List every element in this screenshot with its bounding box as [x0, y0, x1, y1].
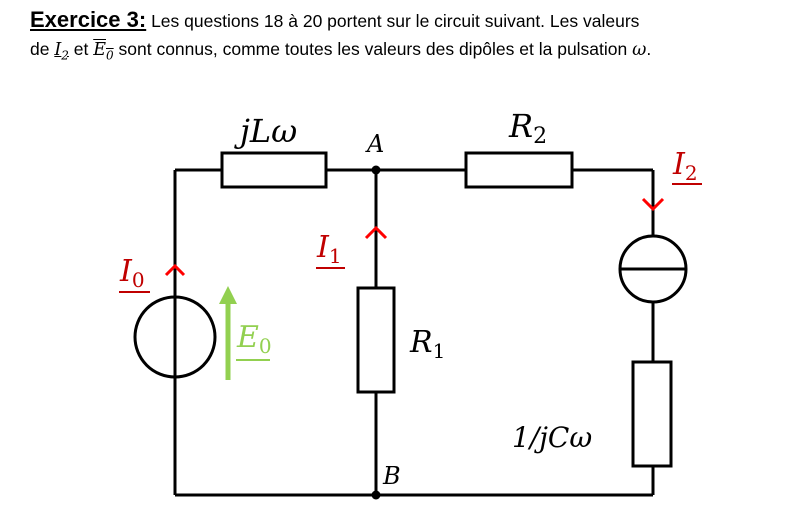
label-i2-sub: 2 — [685, 161, 698, 185]
current-arrow-i1 — [364, 225, 388, 240]
label-node-a: A — [365, 130, 384, 158]
inductor-resistor-jlw — [220, 151, 328, 189]
label-i1-sub: 1 — [329, 244, 342, 268]
current-arrow-i0 — [164, 263, 186, 277]
statement-text-de: de — [30, 39, 55, 59]
label-e0-main: E — [236, 320, 259, 355]
label-r1-sub: 1 — [433, 339, 446, 363]
exercise-statement: Exercice 3: Les questions 18 à 20 porten… — [30, 6, 790, 70]
label-r2: R2 — [508, 107, 547, 149]
label-i2-main: I — [672, 147, 686, 182]
node-b-dot — [371, 490, 381, 500]
label-i0-main: I — [119, 254, 133, 289]
voltage-source-e0 — [133, 295, 217, 379]
node-a-dot — [371, 165, 381, 175]
i2-var-letter: I — [54, 40, 62, 60]
label-i1: I1 — [316, 230, 342, 268]
resistor-r1 — [356, 286, 396, 394]
label-r1: R1 — [409, 325, 445, 363]
label-i2: I2 — [672, 147, 698, 185]
label-capacitor: 1/jCω — [512, 421, 592, 454]
label-r2-sub: 2 — [533, 124, 547, 149]
i2-variable: I2 — [54, 40, 69, 63]
current-source-i2 — [618, 234, 688, 304]
exercise-title: Exercice 3: — [30, 7, 147, 32]
label-e0: E0 — [236, 320, 272, 358]
voltage-arrow-e0 — [219, 286, 237, 380]
voltage-arrow-head — [219, 286, 237, 304]
statement-line-2: de I2 et E0 sont connus, comme toutes le… — [30, 35, 790, 70]
statement-text-1: Les questions 18 à 20 portent sur le cir… — [146, 11, 640, 31]
statement-text-et: et — [68, 39, 94, 59]
omega-symbol: ω — [632, 40, 647, 60]
label-i0-sub: 0 — [132, 268, 145, 292]
capacitor-impedance — [631, 360, 673, 468]
label-i1-main: I — [316, 230, 330, 265]
label-i0: I0 — [119, 254, 145, 292]
resistor-r2 — [464, 151, 574, 189]
e0-var-sub: 0 — [106, 48, 114, 63]
label-e0-sub: 0 — [259, 334, 272, 358]
label-jlw: jLω — [234, 112, 297, 150]
e0-var-letter: E — [93, 40, 106, 60]
wires — [173, 168, 655, 497]
statement-line-1: Exercice 3: Les questions 18 à 20 porten… — [30, 6, 790, 35]
statement-text-2: sont connus, comme toutes les valeurs de… — [113, 39, 633, 59]
label-r1-main: R — [409, 325, 433, 360]
i2-var-sub: 2 — [61, 48, 69, 63]
label-node-b: B — [382, 462, 401, 490]
statement-period: . — [646, 39, 652, 59]
label-r2-main: R — [508, 107, 533, 145]
current-arrow-i2 — [641, 197, 665, 212]
e0-variable: E0 — [93, 40, 114, 63]
